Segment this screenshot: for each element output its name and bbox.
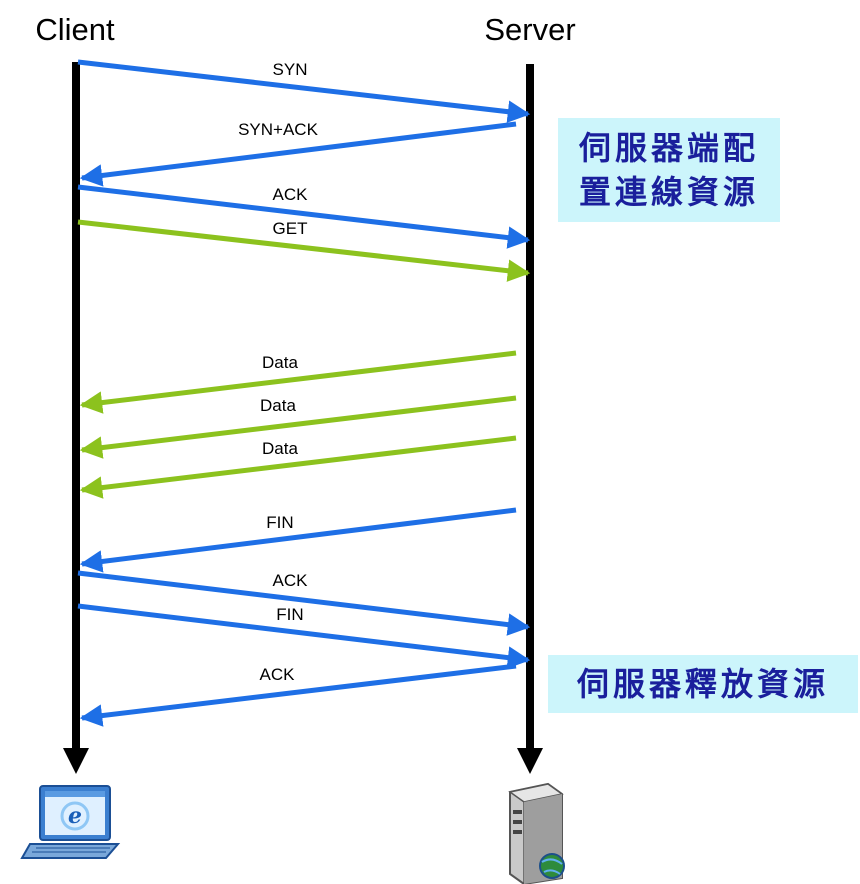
message-arrow [79,121,517,187]
message-arrow [79,435,517,499]
server-lane-title: Server [484,12,575,47]
message-arrow [79,395,517,459]
message-arrow [77,219,531,282]
message-arrow [77,570,531,636]
message-3: ACK [77,184,531,249]
message-arrow [77,59,531,123]
message-label: Data [260,396,296,415]
message-10: FIN [77,603,531,669]
svg-text:e: e [68,803,82,829]
message-arrow [77,603,531,669]
message-label: Data [262,439,298,458]
note-setup-line-1: 伺服器端配 [578,129,759,167]
note-setup-line-2: 置連線資源 [578,173,759,211]
message-5: Data [79,350,517,414]
client-lane-title: Client [35,12,115,47]
server-tower-icon [508,782,565,884]
message-11: ACK [79,663,517,727]
message-arrow [79,507,517,573]
message-label: ACK [260,665,296,684]
server-release-resources-note: 伺服器釋放資源 [548,655,858,713]
client-lifeline [63,62,89,774]
message-8: FIN [79,507,517,573]
message-9: ACK [77,570,531,636]
message-label: SYN [273,60,308,79]
message-arrow [79,350,517,414]
message-label: SYN+ACK [238,120,318,139]
laptop-browser-icon: e [20,785,121,859]
message-label: FIN [266,513,293,532]
message-label: ACK [273,185,309,204]
message-2: SYN+ACK [79,120,517,187]
message-label: GET [273,219,308,238]
message-label: Data [262,353,298,372]
server-allocate-resources-note: 伺服器端配 置連線資源 [558,118,780,222]
message-6: Data [79,395,517,459]
message-arrow [79,663,517,727]
message-label: FIN [276,605,303,624]
message-label: ACK [273,571,309,590]
message-arrow [77,184,531,249]
message-7: Data [79,435,517,499]
message-4: GET [77,219,531,282]
note-release-line: 伺服器釋放資源 [576,665,829,703]
message-1: SYN [77,59,531,123]
server-lifeline [517,64,543,774]
